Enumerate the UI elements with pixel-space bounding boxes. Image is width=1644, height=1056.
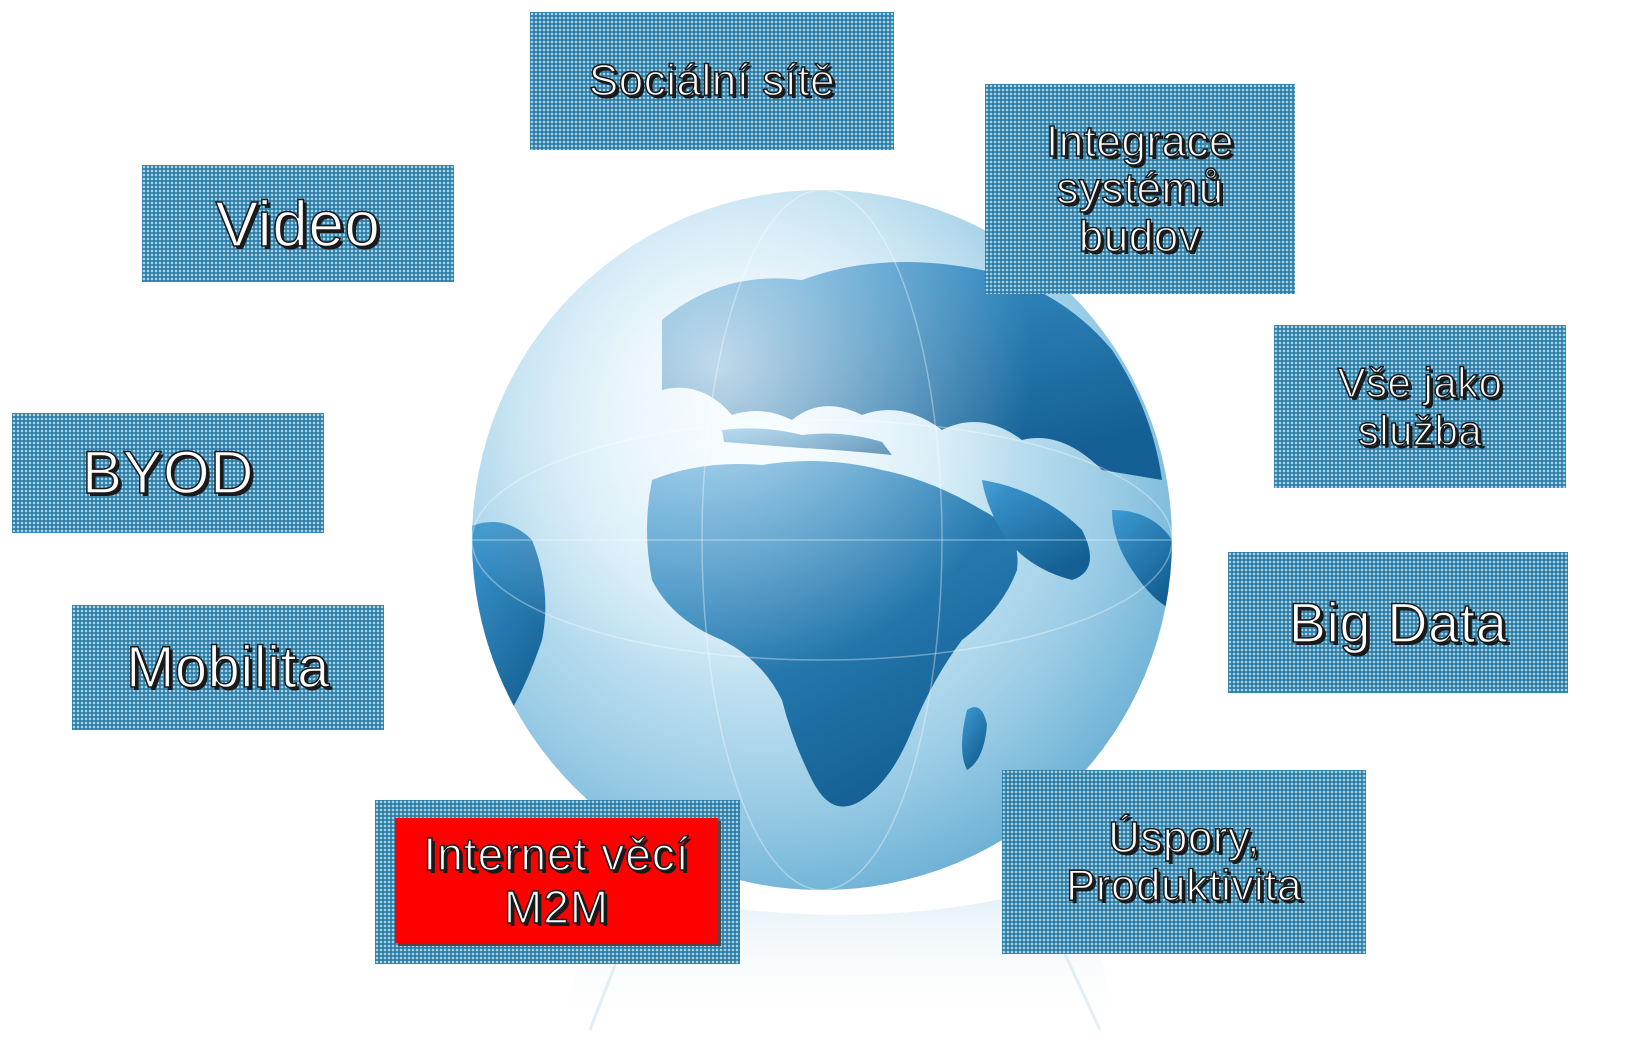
topic-social-networks: Sociální sítě: [530, 12, 894, 150]
globe-icon: [462, 180, 1182, 900]
topic-label: Sociální sítě: [588, 56, 836, 105]
topic-big-data: Big Data: [1228, 552, 1568, 693]
topic-label: Integrace systémů budov: [1045, 116, 1234, 261]
highlight-box: Internet věcí M2M: [395, 818, 718, 943]
topic-label: Vše jako služba: [1337, 359, 1503, 455]
topic-savings-productivity: Úspory, Produktivita: [1002, 770, 1366, 954]
topic-video: Video: [142, 165, 454, 282]
topic-label: Úspory, Produktivita: [1065, 812, 1302, 910]
topic-label: BYOD: [81, 439, 255, 506]
topic-building-integration: Integrace systémů budov: [985, 84, 1295, 294]
topic-label: Video: [215, 187, 381, 260]
topic-internet-of-things: Internet věcí M2M: [375, 800, 740, 964]
topic-label: Mobilita: [125, 634, 330, 700]
topic-mobility: Mobilita: [72, 605, 384, 730]
topic-byod: BYOD: [12, 413, 324, 533]
topic-label: Internet věcí M2M: [423, 827, 690, 933]
topic-label: Big Data: [1288, 590, 1508, 654]
topic-everything-as-service: Vše jako služba: [1274, 325, 1566, 488]
